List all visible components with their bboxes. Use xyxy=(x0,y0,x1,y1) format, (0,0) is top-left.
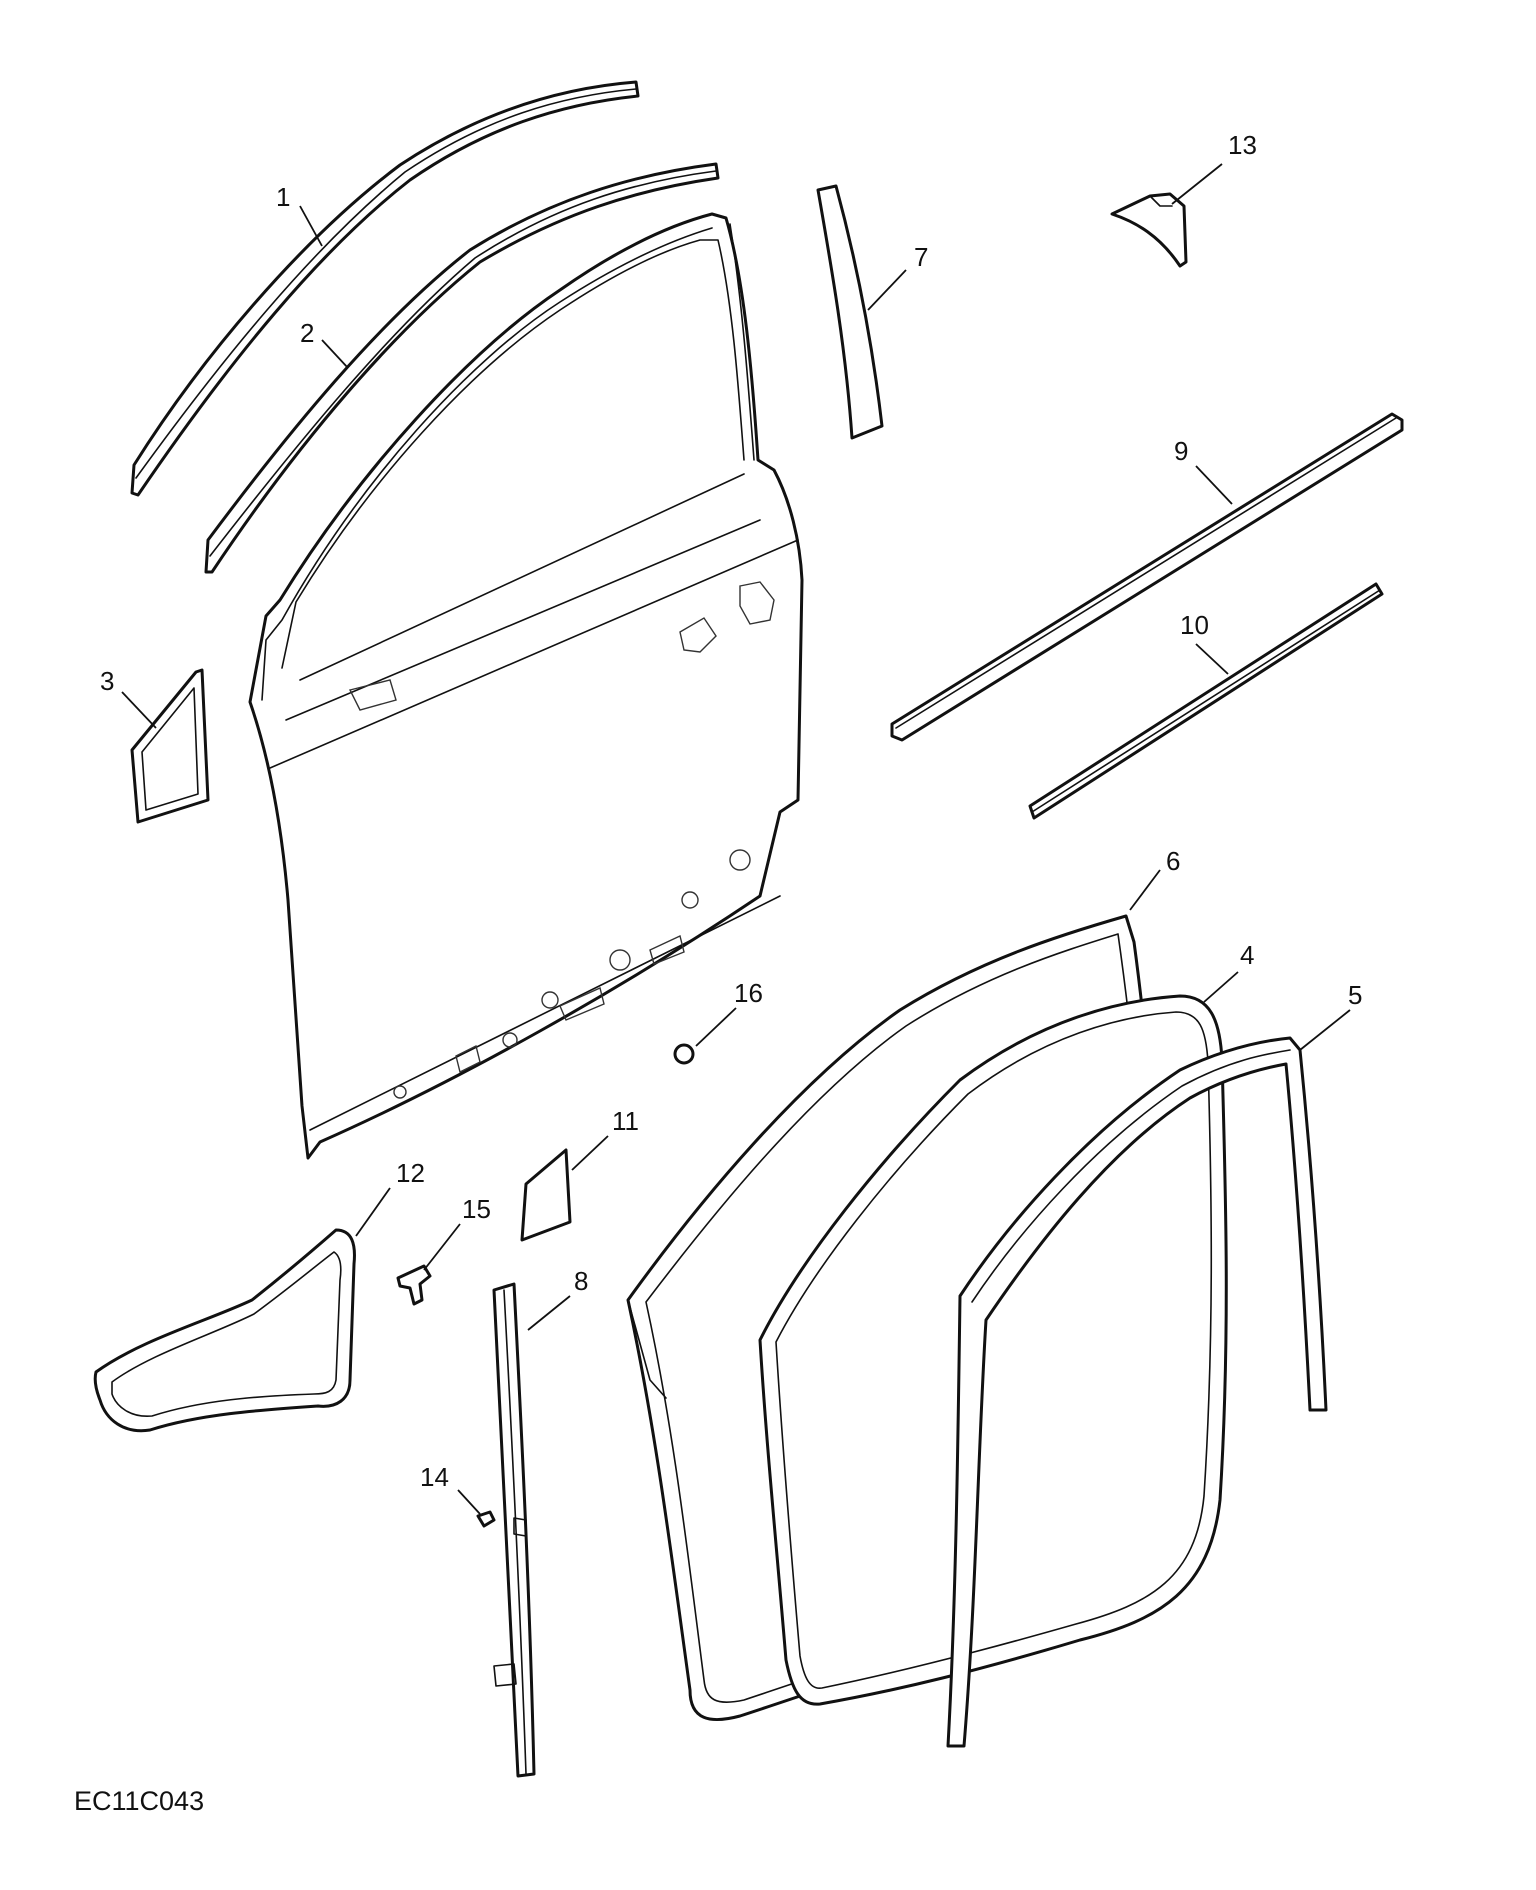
part-15-clip xyxy=(396,1264,432,1306)
callout-8: 8 xyxy=(574,1266,588,1296)
callout-15: 15 xyxy=(462,1194,491,1224)
part-11-corner-filler xyxy=(520,1148,572,1242)
callout-16: 16 xyxy=(734,978,763,1008)
part-10-inner-belt-seal xyxy=(1028,582,1384,820)
callout-labels: 1 2 3 4 5 6 7 8 9 10 11 12 13 14 15 16 xyxy=(100,130,1362,1492)
part-7-b-pillar-applique xyxy=(816,184,884,440)
part-12-access-cover-seal xyxy=(93,1228,356,1433)
part-2-drip-moulding xyxy=(204,162,720,574)
part-8-front-glass-channel xyxy=(492,1282,536,1778)
callout-13: 13 xyxy=(1228,130,1257,160)
part-1-frame-moulding xyxy=(130,80,640,497)
callout-5: 5 xyxy=(1348,980,1362,1010)
door-shell xyxy=(248,212,804,1160)
callout-11: 11 xyxy=(612,1106,639,1136)
callout-10: 10 xyxy=(1180,610,1209,640)
part-3-mirror-sail-seal xyxy=(130,668,210,824)
callout-4: 4 xyxy=(1240,940,1254,970)
leader-lines xyxy=(121,163,1351,1515)
callout-12: 12 xyxy=(396,1158,425,1188)
part-13-sail-trim xyxy=(1110,192,1188,268)
part-9-belt-moulding xyxy=(890,412,1404,742)
callout-3: 3 xyxy=(100,666,114,696)
part-16-nut xyxy=(673,1043,695,1065)
callout-1: 1 xyxy=(276,182,290,212)
callout-14: 14 xyxy=(420,1462,449,1492)
part-4-secondary-seal xyxy=(758,994,1228,1706)
diagram-reference-code: EC11C043 xyxy=(74,1786,205,1816)
part-14-screw xyxy=(476,1510,496,1528)
callout-9: 9 xyxy=(1174,436,1188,466)
callout-6: 6 xyxy=(1166,846,1180,876)
part-5-glass-run-channel xyxy=(946,1036,1328,1748)
callout-7: 7 xyxy=(914,242,928,272)
callout-2: 2 xyxy=(300,318,314,348)
